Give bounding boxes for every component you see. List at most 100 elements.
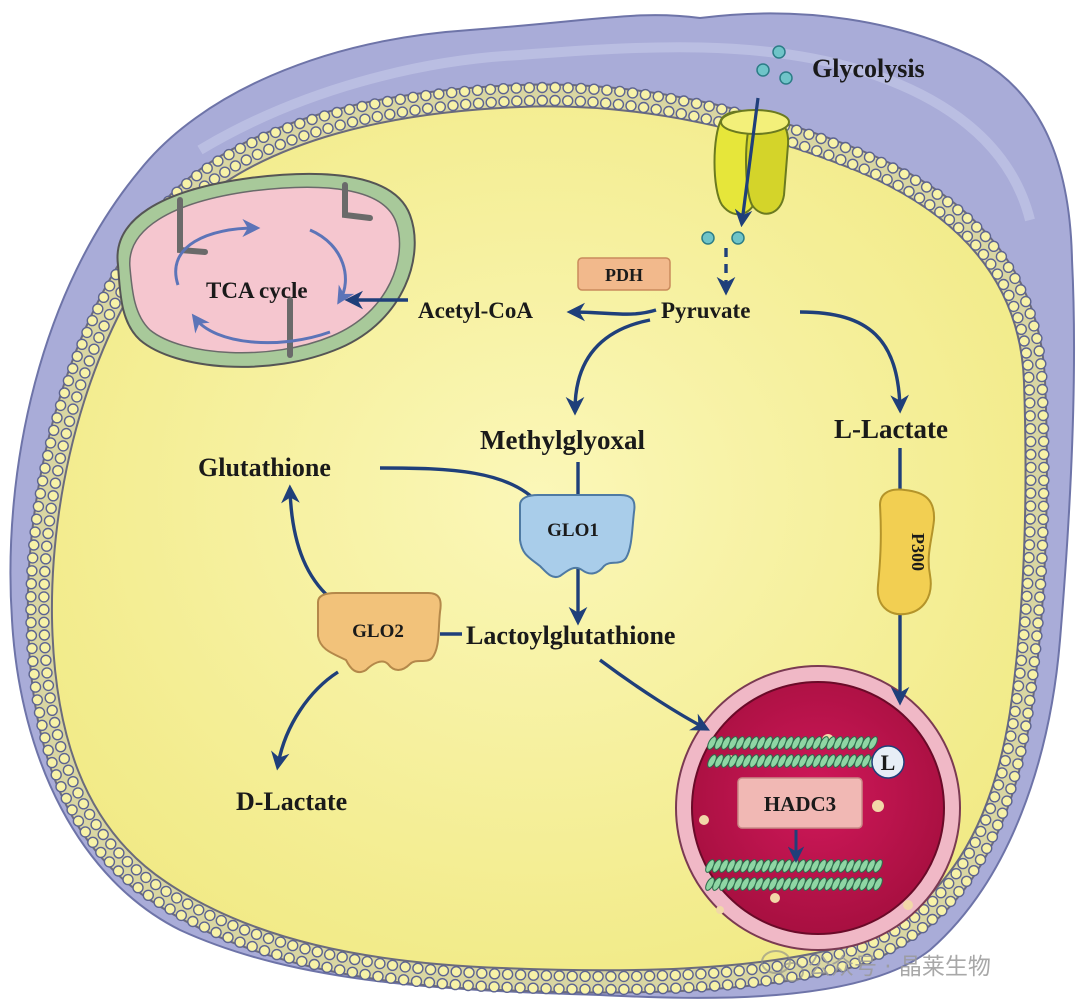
- membrane-bead: [614, 85, 626, 98]
- membrane-bead: [421, 102, 434, 115]
- membrane-bead: [51, 729, 64, 741]
- membrane-bead: [334, 119, 346, 131]
- membrane-bead: [1018, 629, 1030, 641]
- membrane-bead: [238, 924, 251, 936]
- tca-cycle-arrows: [174, 219, 355, 345]
- membrane-bead: [1007, 718, 1019, 730]
- membrane-bead: [984, 802, 997, 815]
- membrane-bead: [1028, 320, 1040, 332]
- membrane-bead: [251, 148, 264, 161]
- membrane-bead: [836, 961, 849, 973]
- membrane-bead: [1012, 312, 1024, 324]
- membrane-bead: [287, 939, 299, 952]
- membrane-bead: [1015, 654, 1028, 667]
- membrane-bead: [963, 847, 975, 859]
- membrane-bead: [703, 100, 715, 112]
- membrane-bead: [1034, 578, 1047, 590]
- membrane-bead: [592, 983, 604, 996]
- membrane-bead: [45, 502, 57, 514]
- membrane-bead: [975, 825, 987, 838]
- membrane-bead: [527, 969, 540, 981]
- membrane-bead: [98, 320, 110, 332]
- membrane-bead: [695, 968, 707, 980]
- membrane-bead: [1024, 513, 1037, 525]
- membrane-bead: [1036, 383, 1049, 396]
- membrane-bead: [643, 970, 656, 982]
- membrane-bead: [36, 719, 48, 731]
- membrane-bead: [903, 185, 915, 198]
- membrane-bead: [192, 904, 205, 916]
- lactoylglutathione-label: Lactoylglutathione: [466, 621, 675, 650]
- membrane-bead: [549, 94, 561, 107]
- membrane-bead: [1023, 384, 1036, 396]
- membrane-bead: [786, 971, 798, 983]
- membrane-bead: [887, 162, 899, 174]
- membrane-bead: [523, 81, 535, 94]
- membrane-bead: [944, 895, 957, 908]
- membrane-bead: [67, 776, 79, 788]
- membrane-bead: [46, 756, 58, 769]
- membrane-bead: [1027, 669, 1039, 681]
- membrane-bead: [62, 375, 75, 387]
- membrane-bead: [1029, 643, 1042, 655]
- membrane-bead: [803, 128, 815, 141]
- membrane-bead: [58, 752, 71, 765]
- membrane-bead: [1020, 603, 1032, 615]
- membrane-bead: [318, 110, 331, 122]
- membrane-bead: [549, 81, 561, 94]
- membrane-bead: [132, 882, 144, 894]
- membrane-bead: [631, 983, 643, 995]
- membrane-bead: [40, 654, 52, 666]
- membrane-bead: [227, 919, 239, 932]
- membrane-bead: [618, 970, 630, 983]
- membrane-bead: [33, 706, 46, 719]
- membrane-bead: [385, 972, 397, 984]
- membrane-bead: [229, 160, 242, 172]
- membrane-bead: [38, 578, 50, 590]
- membrane-bead: [734, 978, 747, 990]
- glucose-transporter: [713, 97, 790, 228]
- membrane-bead: [463, 966, 475, 979]
- membrane-bead: [861, 953, 873, 965]
- tca-cycle-label: TCA cycle: [206, 278, 308, 303]
- membrane-bead: [863, 151, 876, 163]
- membrane-bead: [1002, 742, 1014, 755]
- membrane-bead: [514, 969, 527, 981]
- membrane-bead: [656, 969, 669, 982]
- membrane-bead: [961, 212, 974, 224]
- membrane-bead: [109, 297, 121, 309]
- membrane-bead: [960, 875, 973, 887]
- membrane-bead: [97, 828, 109, 841]
- membrane-bead: [1031, 332, 1043, 345]
- membrane-bead: [652, 90, 664, 103]
- membrane-bead: [374, 957, 386, 970]
- membrane-bead: [41, 540, 53, 552]
- membrane-bead: [942, 196, 954, 208]
- chromatin-nucleosome: [868, 736, 878, 750]
- membrane-bead: [74, 379, 87, 391]
- membrane-bead: [1005, 783, 1017, 795]
- membrane-bead: [992, 779, 1005, 791]
- membrane-bead: [873, 948, 885, 960]
- membrane-bead: [823, 149, 835, 161]
- membrane-bead: [961, 230, 974, 243]
- membrane-bead: [553, 970, 565, 982]
- membrane-bead: [1037, 422, 1050, 435]
- membrane-bead: [30, 513, 43, 525]
- membrane-bead: [170, 892, 183, 904]
- membrane-bead: [462, 979, 474, 992]
- membrane-bead: [436, 978, 448, 990]
- membrane-bead: [811, 966, 823, 979]
- membrane-bead: [1036, 552, 1048, 564]
- membrane-bead: [540, 982, 552, 995]
- membrane-bead: [669, 969, 681, 981]
- membrane-bead: [950, 868, 962, 880]
- acetyl-coa-label: Acetyl-CoA: [418, 298, 533, 323]
- membrane-bead: [913, 192, 926, 204]
- membrane-bead: [957, 857, 969, 870]
- membrane-bead: [38, 603, 50, 616]
- membrane-bead: [968, 865, 980, 877]
- membrane-bead: [1031, 630, 1043, 642]
- membrane-bead: [979, 230, 992, 243]
